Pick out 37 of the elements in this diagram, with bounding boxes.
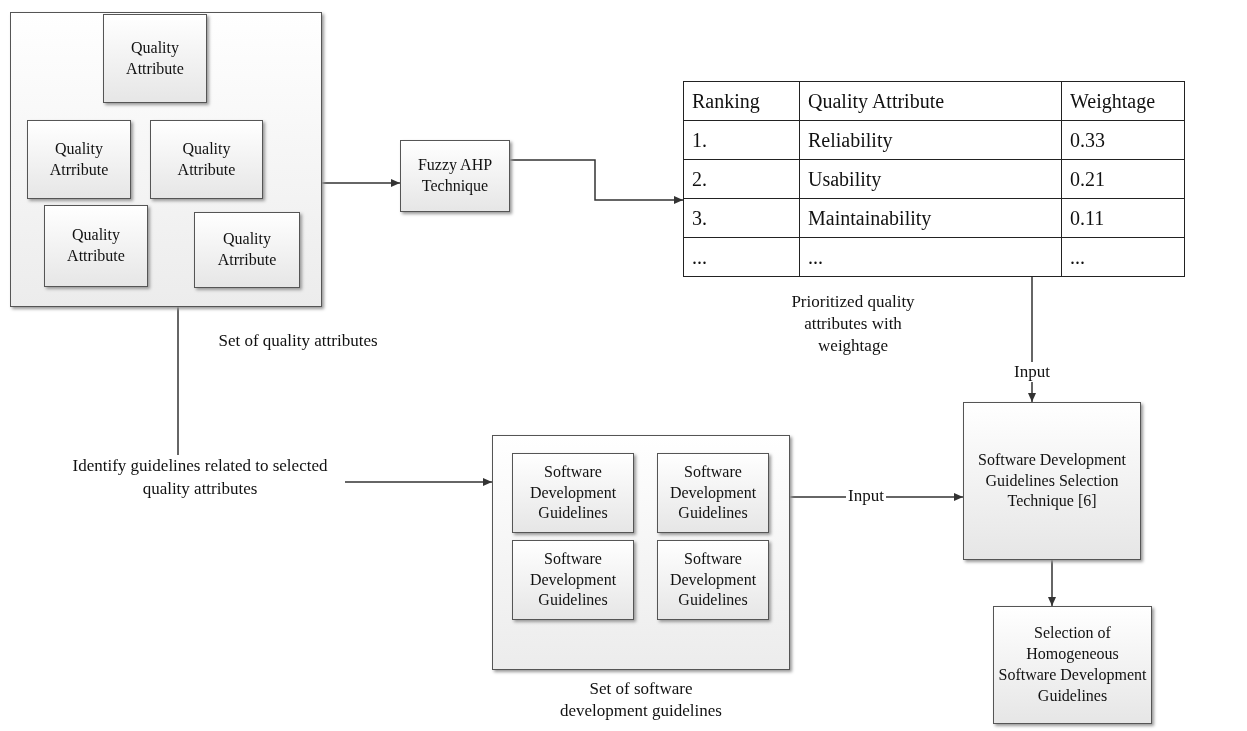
table-cell: Usability: [799, 159, 1062, 199]
table-cell: 2.: [683, 159, 800, 199]
table-cell: Maintainability: [799, 198, 1062, 238]
arrow: [1048, 559, 1056, 607]
process-box: Software Development Guidelines: [512, 453, 634, 533]
edge-label: Input: [1012, 362, 1052, 382]
table-cell: Weightage: [1061, 81, 1185, 121]
table-cell: ...: [1061, 237, 1185, 277]
table-cell: 0.33: [1061, 120, 1185, 160]
group-caption: Set of software development guidelines: [559, 678, 723, 723]
connector-line: [177, 306, 179, 456]
table-cell: 1.: [683, 120, 800, 160]
process-box: Quality Attribute: [44, 205, 148, 287]
table-cell: ...: [799, 237, 1062, 277]
step-text: Identify guidelines related to selected quality attributes: [55, 455, 345, 505]
group-caption: Set of quality attributes: [217, 330, 379, 352]
arrow: [344, 478, 493, 486]
process-box: Software Development Guidelines: [657, 453, 769, 533]
process-box: Software Development Guidelines: [657, 540, 769, 620]
table-cell: Ranking: [683, 81, 800, 121]
table-cell: 3.: [683, 198, 800, 238]
process-box: Quality Attribute: [103, 14, 207, 103]
process-box: Quality Atrribute: [194, 212, 300, 288]
table-cell: Quality Attribute: [799, 81, 1062, 121]
table-cell: 0.11: [1061, 198, 1185, 238]
arrow: [509, 159, 684, 204]
process-box: Quality Attribute: [150, 120, 263, 199]
process-box: Quality Atrribute: [27, 120, 131, 199]
table-cell: 0.21: [1061, 159, 1185, 199]
process-box: Selection of Homogeneous Software Development Guidelines: [993, 606, 1152, 724]
arrow: [321, 179, 401, 187]
process-box: Fuzzy AHP Technique: [400, 140, 510, 212]
table-cell: Reliability: [799, 120, 1062, 160]
table-cell: ...: [683, 237, 800, 277]
table-caption: Prioritized quality attributes with weightage: [790, 291, 916, 358]
process-box: Software Development Guidelines Selection Technique [6]: [963, 402, 1141, 560]
process-box: Software Development Guidelines: [512, 540, 634, 620]
